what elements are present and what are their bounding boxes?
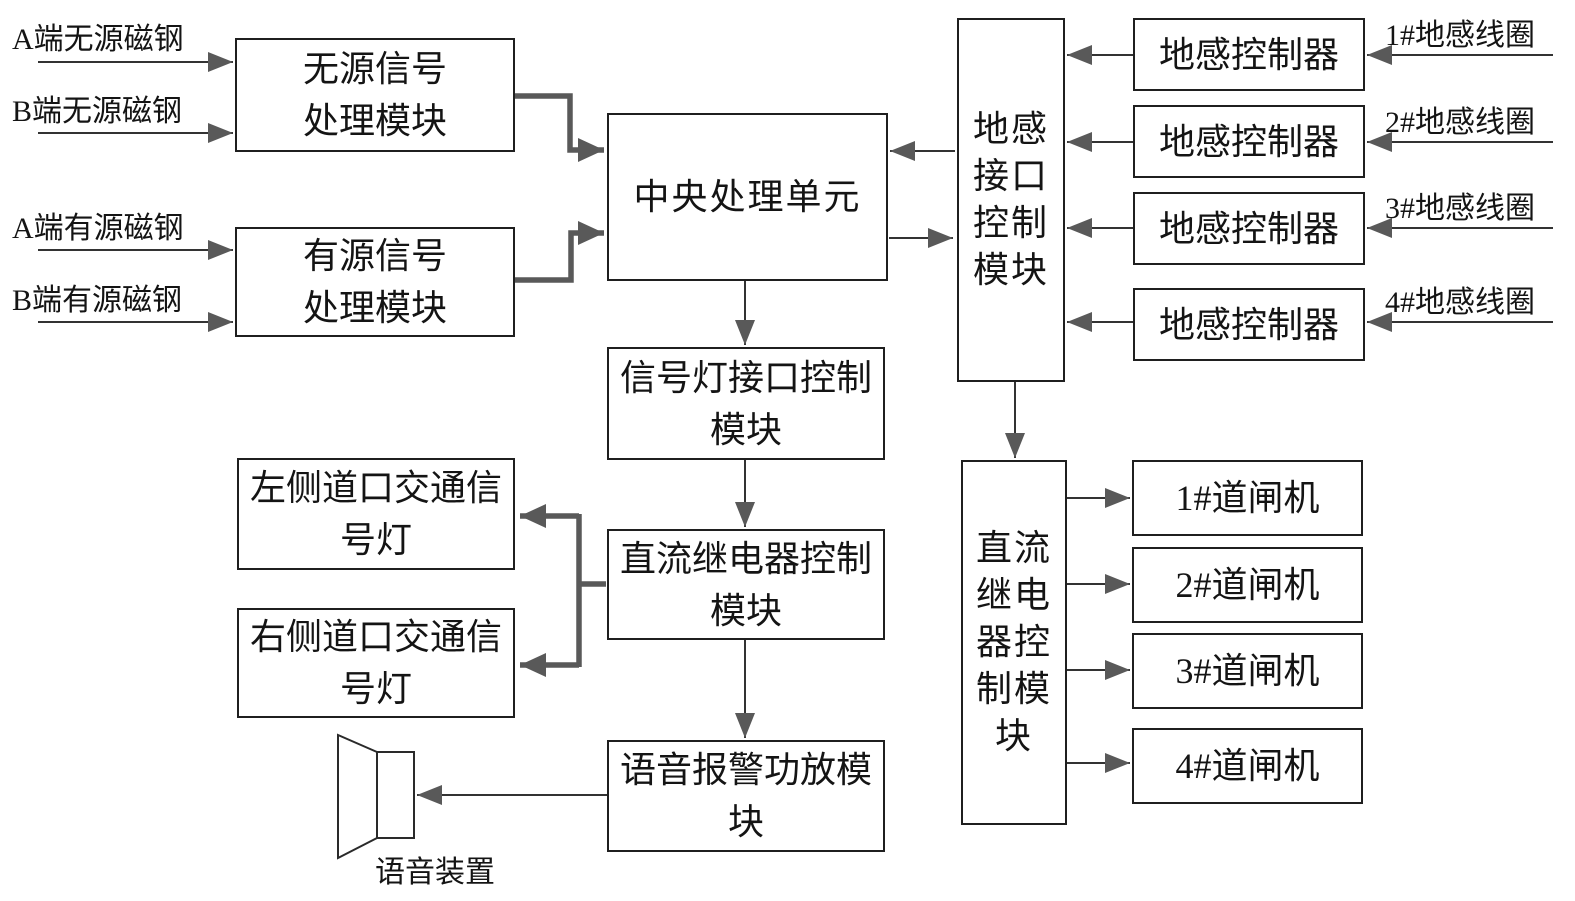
block-ground-controller-4: 地感控制器 (1133, 288, 1365, 361)
block-signal-light-interface-module: 信号灯接口控制 模块 (607, 347, 885, 460)
speaker-horn (337, 733, 378, 860)
block-dc-relay-right-module: 直流 继电 器控 制模 块 (961, 460, 1067, 825)
block-ground-controller-1: 地感控制器 (1133, 18, 1365, 91)
label-coil-1: 1#地感线圈 (1385, 19, 1535, 52)
label-coil-2: 2#地感线圈 (1385, 106, 1535, 139)
label-coil-4: 4#地感线圈 (1385, 286, 1535, 319)
label-speaker-device: 语音装置 (375, 856, 495, 889)
block-ground-controller-2: 地感控制器 (1133, 105, 1365, 178)
block-barrier-gate-1: 1#道闸机 (1132, 460, 1363, 536)
block-passive-signal-module: 无源信号 处理模块 (235, 38, 515, 152)
block-cpu: 中央处理单元 (607, 113, 888, 281)
block-barrier-gate-2: 2#道闸机 (1132, 547, 1363, 623)
label-passive-magnet-b: B端无源磁钢 (12, 95, 183, 128)
arrow-active-module-to-cpu (515, 221, 604, 283)
block-right-traffic-light: 右侧道口交通信 号灯 (237, 608, 515, 718)
speaker-body (376, 751, 415, 839)
arrow-passive-module-to-cpu (515, 93, 604, 162)
block-ground-controller-3: 地感控制器 (1133, 192, 1365, 265)
label-passive-magnet-a: A端无源磁钢 (12, 23, 184, 56)
label-active-magnet-a: A端有源磁钢 (12, 212, 184, 245)
block-left-traffic-light: 左侧道口交通信 号灯 (237, 458, 515, 570)
block-voice-alarm-amp-module: 语音报警功放模 块 (607, 740, 885, 852)
block-ground-sensor-interface-module: 地感 接口 控制 模块 (957, 18, 1065, 382)
label-active-magnet-b: B端有源磁钢 (12, 284, 183, 317)
block-dc-relay-module: 直流继电器控制 模块 (607, 529, 885, 640)
block-barrier-gate-4: 4#道闸机 (1132, 728, 1363, 804)
block-barrier-gate-3: 3#道闸机 (1132, 633, 1363, 709)
label-coil-3: 3#地感线圈 (1385, 192, 1535, 225)
speaker-icon (337, 733, 415, 860)
block-active-signal-module: 有源信号 处理模块 (235, 227, 515, 337)
